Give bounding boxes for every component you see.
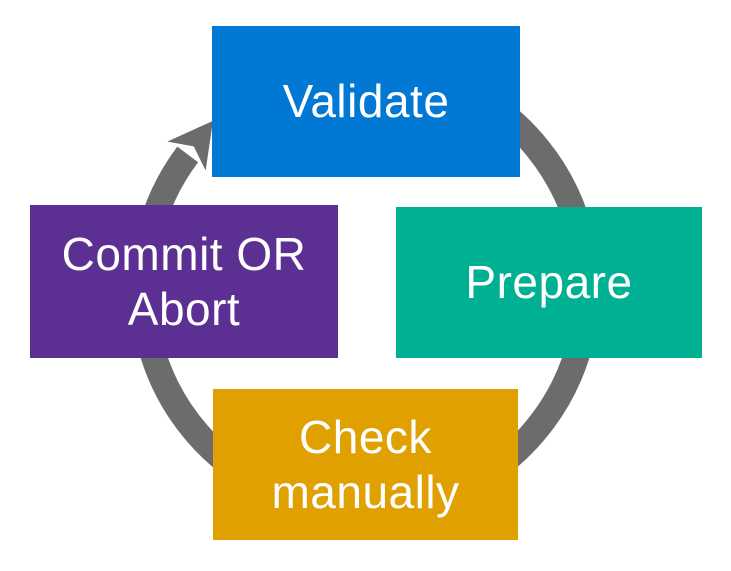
step-label-commit-or-abort: Commit OR Abort — [61, 228, 307, 335]
step-label-validate: Validate — [282, 75, 450, 128]
step-box-commit-or-abort: Commit OR Abort — [30, 205, 338, 358]
step-box-check-manually: Check manually — [213, 389, 518, 540]
step-label-check-manually: Check manually — [271, 411, 460, 518]
step-box-validate: Validate — [212, 26, 520, 177]
step-box-prepare: Prepare — [396, 207, 702, 358]
step-label-prepare: Prepare — [465, 256, 633, 309]
